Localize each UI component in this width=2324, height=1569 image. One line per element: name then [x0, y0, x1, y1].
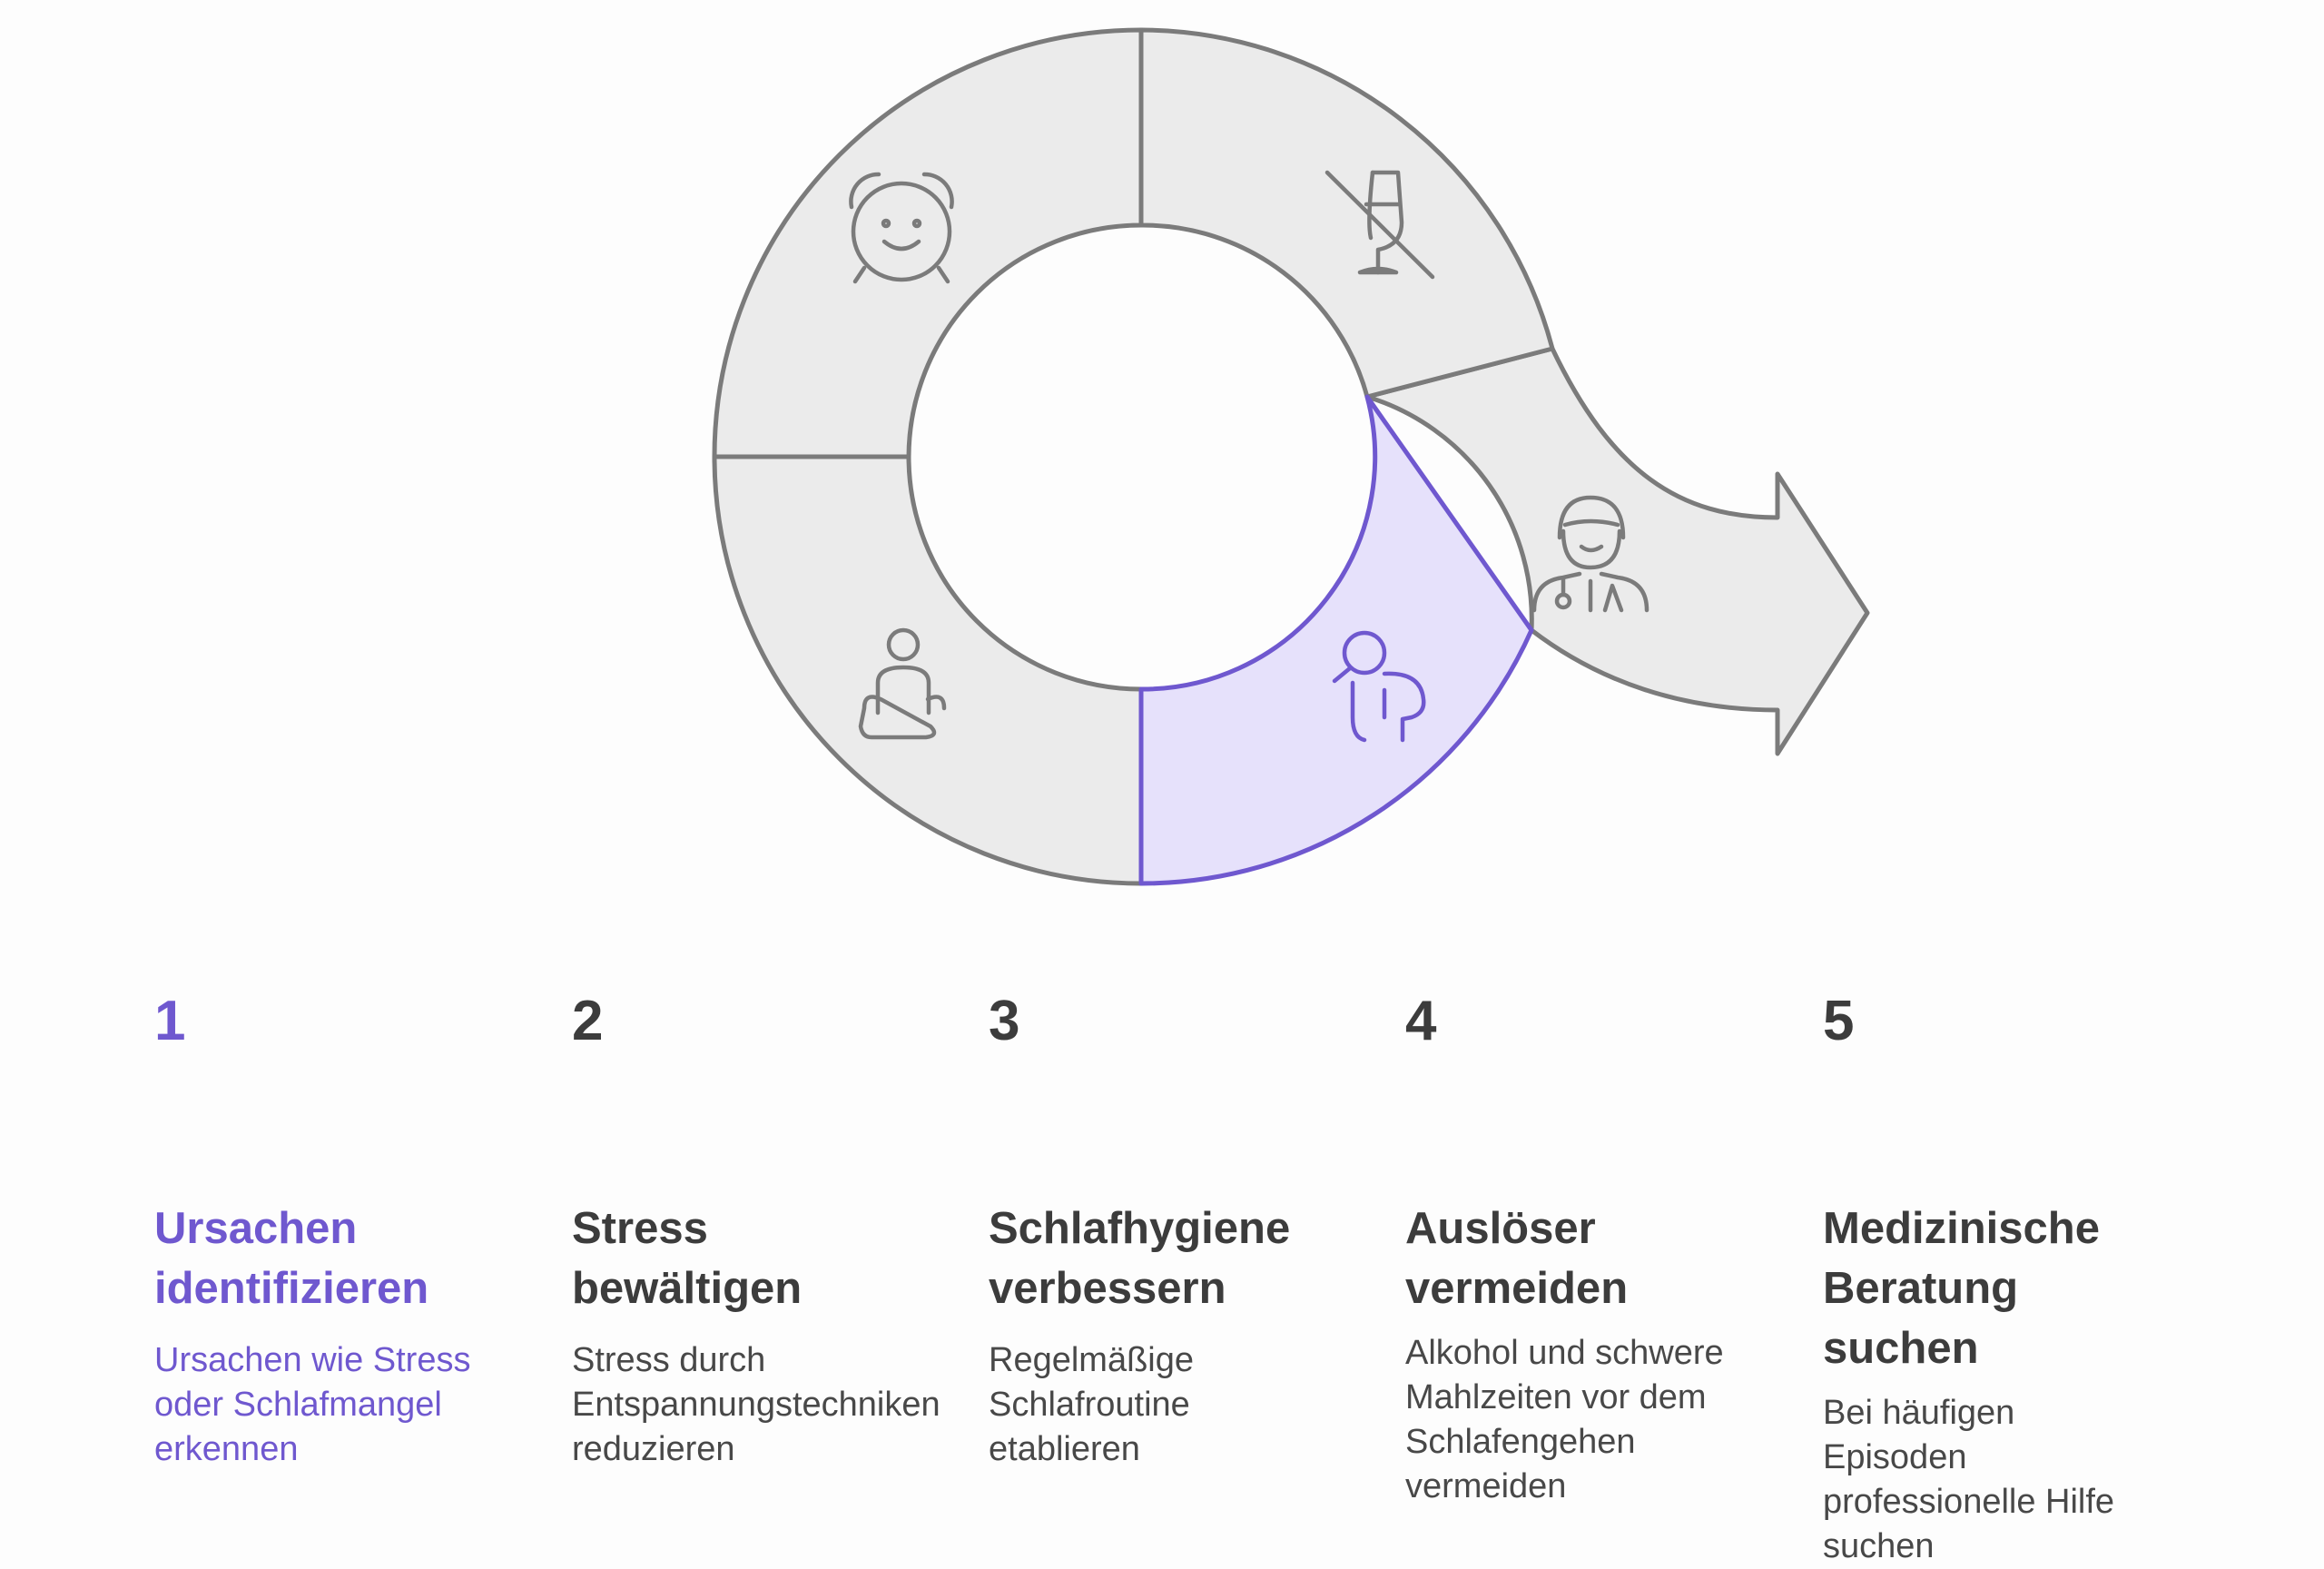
step-5: 5 Medizinische Beratung suchen Bei häufi…: [1823, 981, 2240, 1569]
step-title: Stress bewältigen: [572, 1199, 990, 1318]
step-title-line: verbessern: [989, 1264, 1226, 1313]
step-title-line: Stress: [572, 1204, 708, 1253]
step-title: Medizinische Beratung suchen: [1823, 1199, 2240, 1378]
step-4: 4 Auslöser vermeiden Alkohol und schwere…: [1405, 981, 1823, 1509]
step-desc-line: suchen: [1823, 1527, 1935, 1565]
step-number: 3: [989, 990, 1020, 1052]
segment-2: [712, 454, 1144, 886]
step-title-line: bewältigen: [572, 1264, 803, 1313]
step-desc-line: Regelmäßige: [989, 1341, 1194, 1379]
magnifier-head-icon: [1332, 630, 1426, 743]
step-desc-line: Schlafengehen: [1405, 1423, 1636, 1461]
cycle-diagram: [712, 27, 1870, 886]
step-title: Ursachen identifizieren: [154, 1199, 572, 1318]
step-desc-line: Schlafroutine: [989, 1386, 1190, 1424]
step-number: 4: [1405, 990, 1437, 1052]
step-3: 3 Schlafhygiene verbessern Regelmäßige S…: [989, 981, 1406, 1472]
step-2: 2 Stress bewältigen Stress durch Entspan…: [572, 981, 990, 1472]
segment-3: [712, 27, 1144, 459]
alarm-clock-icon: [849, 172, 954, 284]
step-number: 5: [1823, 990, 1855, 1052]
step-desc-line: etablieren: [989, 1430, 1140, 1468]
step-desc-line: Alkohol und schwere: [1405, 1334, 1724, 1372]
step-1: 1 Ursachen identifizieren Ursachen wie S…: [154, 981, 572, 1472]
step-desc-line: Entspannungstechniken: [572, 1386, 940, 1424]
step-title-line: Ursachen: [154, 1204, 358, 1253]
step-desc-line: Bei häufigen: [1823, 1394, 2015, 1432]
step-description: Regelmäßige Schlafroutine etablieren: [989, 1338, 1406, 1472]
step-desc-line: Mahlzeiten vor dem: [1405, 1378, 1707, 1416]
step-title-line: Medizinische: [1823, 1204, 2100, 1253]
step-title-line: Beratung: [1823, 1264, 2019, 1313]
step-desc-line: Stress durch: [572, 1341, 766, 1379]
step-description: Bei häufigen Episoden professionelle Hil…: [1823, 1391, 2240, 1569]
step-description: Alkohol und schwere Mahlzeiten vor dem S…: [1405, 1331, 1823, 1509]
step-title-line: vermeiden: [1405, 1264, 1629, 1313]
doctor-icon: [1531, 495, 1649, 613]
step-number: 2: [572, 990, 604, 1052]
step-desc-line: professionelle Hilfe: [1823, 1483, 2115, 1521]
step-title-line: identifizieren: [154, 1264, 429, 1313]
segment-1-active: [1138, 394, 1534, 886]
step-title: Auslöser vermeiden: [1405, 1199, 1823, 1318]
segment-4: [1138, 27, 1555, 400]
step-title-line: suchen: [1823, 1324, 1979, 1373]
no-alcohol-glass-icon: [1324, 170, 1435, 280]
step-desc-line: reduzieren: [572, 1430, 735, 1468]
step-title-line: Schlafhygiene: [989, 1204, 1291, 1253]
step-desc-line: oder Schlafmangel: [154, 1386, 442, 1424]
step-number: 1: [154, 990, 186, 1052]
step-desc-line: erkennen: [154, 1430, 299, 1468]
step-description: Stress durch Entspannungstechniken reduz…: [572, 1338, 990, 1472]
step-title: Schlafhygiene verbessern: [989, 1199, 1406, 1318]
step-title-line: Auslöser: [1405, 1204, 1596, 1253]
step-description: Ursachen wie Stress oder Schlafmangel er…: [154, 1338, 572, 1472]
step-desc-line: Episoden: [1823, 1438, 1967, 1476]
meditation-person-icon: [858, 627, 947, 740]
step-desc-line: vermeiden: [1405, 1467, 1567, 1505]
step-desc-line: Ursachen wie Stress: [154, 1341, 471, 1379]
